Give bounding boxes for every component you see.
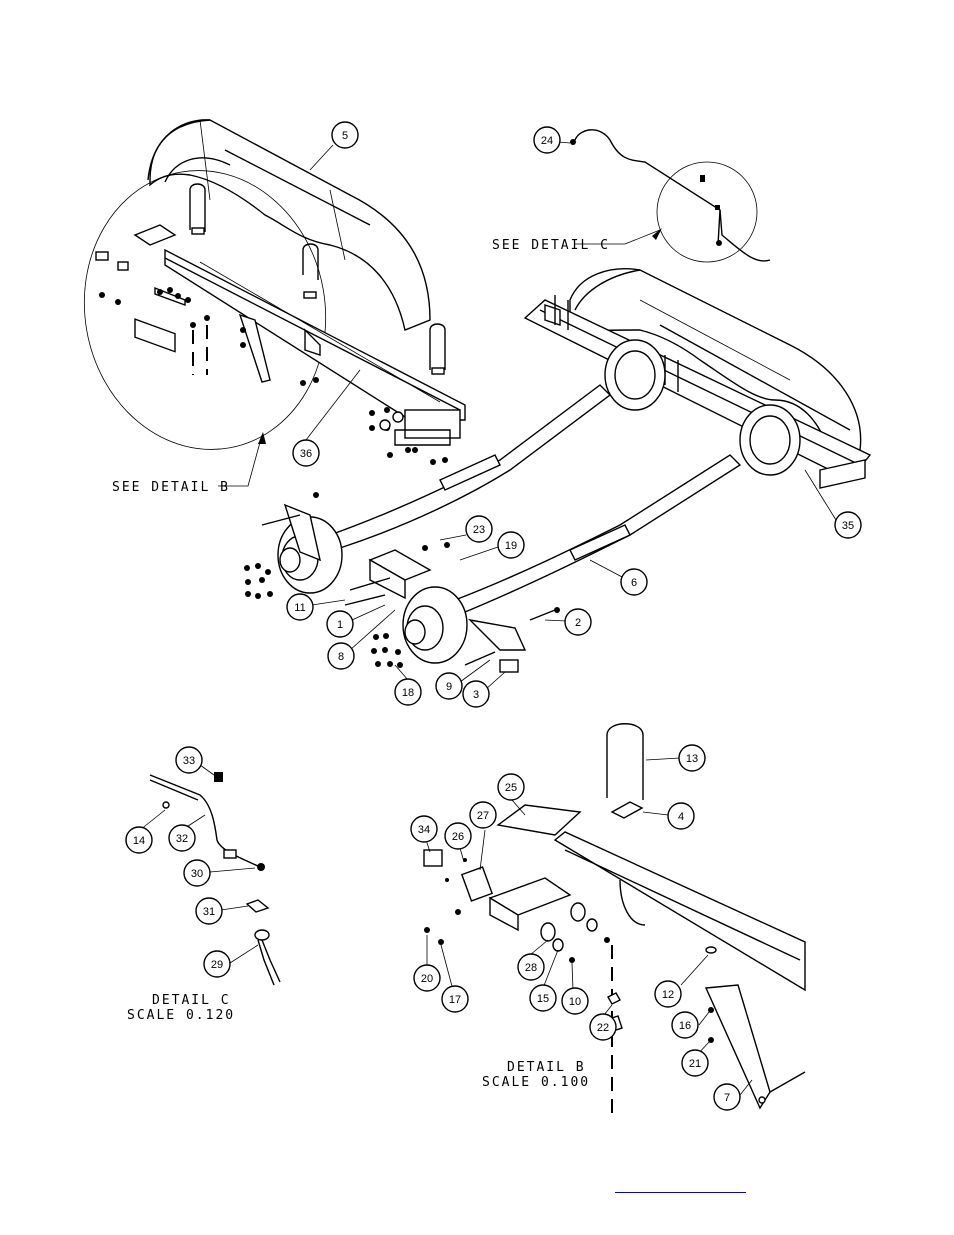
callout-11: 11 xyxy=(286,593,314,621)
svg-text:15: 15 xyxy=(537,993,549,1005)
callout-15: 15 xyxy=(529,984,557,1012)
callout-34: 34 xyxy=(410,815,438,843)
hyperlink-underline[interactable] xyxy=(615,1192,746,1193)
svg-text:1: 1 xyxy=(337,619,343,631)
detail-c-circle-top xyxy=(570,129,771,263)
axle-tube-lower xyxy=(453,454,742,613)
svg-text:3: 3 xyxy=(473,689,479,701)
callout-29: 29 xyxy=(203,950,231,978)
svg-text:33: 33 xyxy=(183,755,195,767)
hub-brakes-center xyxy=(604,339,801,476)
svg-text:20: 20 xyxy=(421,973,433,985)
svg-text:32: 32 xyxy=(176,833,188,845)
u-bolt-group-top xyxy=(133,183,446,375)
callout-35: 35 xyxy=(834,511,862,539)
detail-b-drawing xyxy=(423,723,806,1120)
callout-25: 25 xyxy=(497,773,525,801)
callout-21: 21 xyxy=(681,1049,709,1077)
svg-text:26: 26 xyxy=(452,831,464,843)
svg-text:9: 9 xyxy=(446,681,452,693)
detail-b-scale: SCALE 0.100 xyxy=(482,1075,590,1090)
callout-32: 32 xyxy=(168,824,196,852)
svg-text:8: 8 xyxy=(338,651,344,663)
svg-text:16: 16 xyxy=(679,1020,691,1032)
svg-text:6: 6 xyxy=(631,577,637,589)
svg-text:11: 11 xyxy=(294,602,305,614)
arrowhead-detail-b xyxy=(258,432,266,444)
callout-27: 27 xyxy=(469,801,497,829)
svg-text:36: 36 xyxy=(300,448,312,460)
svg-text:21: 21 xyxy=(689,1058,701,1070)
leader-lines xyxy=(139,139,837,1096)
svg-text:25: 25 xyxy=(505,782,517,794)
fender-right xyxy=(569,268,862,456)
callout-10: 10 xyxy=(561,987,589,1015)
callout-9: 9 xyxy=(435,672,463,700)
svg-text:4: 4 xyxy=(678,811,684,823)
callout-6: 6 xyxy=(620,568,648,596)
see-detail-b-label: SEE DETAIL B xyxy=(112,480,230,495)
svg-text:14: 14 xyxy=(133,835,145,847)
callout-5: 5 xyxy=(331,121,359,149)
callout-33: 33 xyxy=(175,746,203,774)
svg-text:19: 19 xyxy=(505,540,517,552)
lug-nuts xyxy=(244,492,560,668)
callout-8: 8 xyxy=(327,642,355,670)
detail-c-scale: SCALE 0.120 xyxy=(127,1008,235,1023)
callout-18: 18 xyxy=(394,678,422,706)
detail-c-title: DETAIL C xyxy=(152,993,231,1008)
svg-text:24: 24 xyxy=(541,135,553,147)
labels: SEE DETAIL C SEE DETAIL B DETAIL C SCALE… xyxy=(112,238,610,1090)
svg-text:22: 22 xyxy=(597,1022,609,1034)
axle-tube-upper xyxy=(328,384,612,549)
callout-31: 31 xyxy=(195,897,223,925)
callout-2: 2 xyxy=(564,608,592,636)
svg-text:34: 34 xyxy=(418,824,430,836)
svg-text:28: 28 xyxy=(525,962,537,974)
arrowhead-detail-c xyxy=(652,228,662,240)
callout-4: 4 xyxy=(667,802,695,830)
callout-1: 1 xyxy=(326,610,354,638)
detail-b-title: DETAIL B xyxy=(507,1060,586,1075)
callout-30: 30 xyxy=(183,859,211,887)
callout-20: 20 xyxy=(413,964,441,992)
callout-23: 23 xyxy=(465,515,493,543)
svg-text:7: 7 xyxy=(724,1092,730,1104)
callout-13: 13 xyxy=(678,744,706,772)
callout-7: 7 xyxy=(713,1083,741,1111)
callout-28: 28 xyxy=(517,953,545,981)
svg-text:35: 35 xyxy=(842,520,854,532)
callout-22: 22 xyxy=(589,1013,617,1041)
svg-text:10: 10 xyxy=(569,996,581,1008)
detail-c-drawing xyxy=(149,772,281,986)
callout-16: 16 xyxy=(671,1011,699,1039)
svg-text:17: 17 xyxy=(449,994,461,1006)
callout-36: 36 xyxy=(292,439,320,467)
callout-19: 19 xyxy=(497,531,525,559)
hub-left-lower xyxy=(402,586,527,664)
callout-17: 17 xyxy=(441,985,469,1013)
svg-text:23: 23 xyxy=(473,524,485,536)
detail-b-circle-top xyxy=(83,170,327,450)
bolts-center xyxy=(261,514,556,673)
callouts: 5 24 36 35 23 19 6 2 11 1 8 18 9 3 13 4 … xyxy=(125,121,862,1111)
svg-text:31: 31 xyxy=(203,906,215,918)
svg-text:27: 27 xyxy=(477,810,489,822)
callout-3: 3 xyxy=(462,680,490,708)
see-detail-c-label: SEE DETAIL C xyxy=(492,238,610,253)
svg-text:30: 30 xyxy=(191,868,203,880)
svg-text:18: 18 xyxy=(402,687,414,699)
svg-text:2: 2 xyxy=(575,617,581,629)
callout-12: 12 xyxy=(654,980,682,1008)
callout-14: 14 xyxy=(125,826,153,854)
callout-24: 24 xyxy=(533,126,561,154)
svg-text:5: 5 xyxy=(342,130,348,142)
svg-text:12: 12 xyxy=(662,989,674,1001)
hub-left-upper xyxy=(277,503,343,594)
callout-26: 26 xyxy=(444,822,472,850)
svg-text:13: 13 xyxy=(686,753,698,765)
svg-text:29: 29 xyxy=(211,959,223,971)
small-hardware-top xyxy=(95,251,448,465)
